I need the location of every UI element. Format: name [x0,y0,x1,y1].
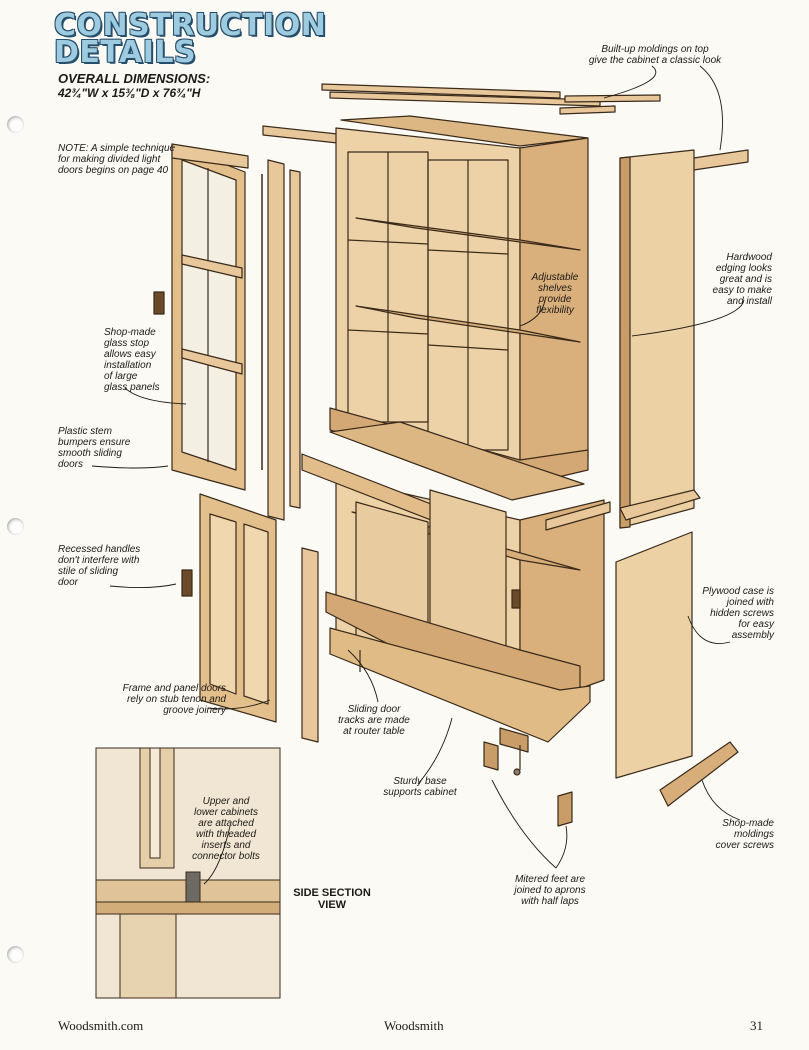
callout-adjustable-shelves: Adjustable shelves provide flexibility [531,272,579,316]
base-frame [329,627,591,743]
top-molding-right [564,94,661,103]
callout-hardwood-edging: Hardwood edging looks great and is easy … [712,252,772,307]
callout-recessed-handles: Recessed handles don't interfere with st… [58,544,141,588]
door-stile-strip [301,547,319,743]
mitered-foot-2 [557,791,573,827]
side-panel-upper [619,149,695,529]
binder-hole-bottom [7,946,24,963]
panel-door-handle [181,569,193,597]
side-panel-lower [615,531,693,779]
callout-plastic-bumpers: Plastic stem bumpers ensure smooth slidi… [58,426,131,470]
dimensions-value: 42¾"W x 15⅜"D x 76¾"H [58,86,201,100]
callout-glass-stop: Shop-made glass stop allows easy install… [104,327,160,393]
back-strip [545,501,611,531]
glass-stop-strip [267,159,285,521]
side-panel-upper-edge [619,156,631,529]
glass-door-handle [153,291,165,315]
note-text: NOTE: A simple technique for making divi… [58,143,176,176]
callout-frame-panel-doors: Frame and panel doors rely on stub tenon… [122,683,226,716]
top-molding-small [559,105,616,115]
lower-case-top [329,421,585,501]
binder-hole-top [7,116,24,133]
glass-door-pane [181,159,237,471]
shop-molding-lower [659,741,739,807]
callout-sliding-tracks: Sliding door tracks are made at router t… [338,704,410,737]
footer-page-number: 31 [750,1018,763,1033]
side-section-inset [95,747,281,999]
callout-shop-moldings: Shop-made moldings cover screws [715,818,774,851]
footer-website: Woodsmith.com [58,1018,144,1033]
callout-mitered-feet: Mitered feet are joined to aprons with h… [514,874,586,907]
callout-sturdy-base: Sturdy base supports cabinet [383,776,457,798]
dimensions-label: OVERALL DIMENSIONS: [58,71,211,86]
mitered-foot-1 [483,741,499,771]
panel-door-panel-right [243,523,269,705]
top-molding-back [321,83,561,99]
glass-door-rail-2 [181,348,243,375]
panel-door-panel-left [209,513,237,695]
glass-door-top-rail [171,143,249,169]
side-section-view-label: SIDE SECTION VIEW [293,887,371,911]
glass-door-rail-1 [181,254,243,279]
side-panel-upper-base [619,489,701,521]
footer-magazine: Woodsmith [384,1018,444,1033]
binder-hole-middle [7,518,24,535]
callout-upper-lower: Upper and lower cabinets are attached wi… [192,796,260,862]
callout-moldings-top: Built-up moldings on top give the cabine… [588,44,722,66]
lower-door-handle [511,589,521,609]
base-foot-front [499,727,529,753]
title-line-2: DETAILS [54,35,197,70]
page-title: CONSTRUCTION DETAILS [54,8,327,70]
callout-plywood-case: Plywood case is joined with hidden screw… [702,586,774,641]
title-line-1: CONSTRUCTION [54,8,327,43]
stile-piece [289,169,301,509]
